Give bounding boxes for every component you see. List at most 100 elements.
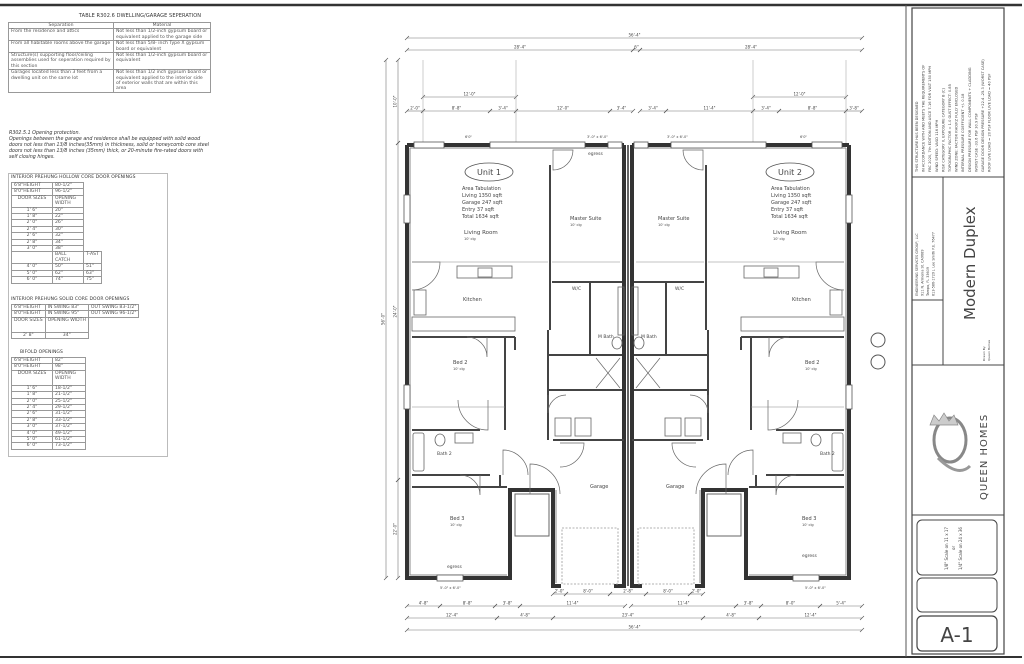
dimension-label: 2'-0" (692, 589, 702, 594)
unit-2-badge (765, 162, 815, 182)
dimension-label: 28'-4" (745, 45, 757, 50)
dimension-label: 22'-0" (393, 523, 398, 535)
dimension-label: 12'-4" (446, 613, 458, 618)
dimension-label: 2'-8" (623, 589, 633, 594)
dimension-tick (700, 615, 706, 621)
dimension-tick (550, 591, 556, 597)
dimension-label: 5'-4" (836, 601, 846, 606)
ceiling-note: 10' clg (805, 367, 817, 371)
room-label-mbath: M Bath (641, 334, 657, 340)
area-line: Entry 37 sqft (462, 207, 494, 213)
design-note-line: ROOF LIVE LOAD = 20 PSF FLOOR LIVE LOAD … (988, 74, 992, 172)
ceiling-note: 10' clg (450, 523, 462, 527)
area-line: Total 1634 sqft (770, 214, 808, 220)
dimension-tick (758, 603, 764, 609)
window-size-label: 3'-0" x 6'-0" (667, 135, 688, 139)
table-cell: 18-1/2" (52, 384, 86, 393)
area-line: Living 1350 sqft (462, 193, 502, 199)
table-row: 6' 0"73-1/2" (11, 442, 86, 450)
table-row: 3' 0"37-1/2" (11, 423, 86, 431)
ac-unit-icon (870, 332, 886, 348)
engineer-line: 911 N. Armenia St. CA9689 (921, 250, 925, 296)
table-row: 2' 0"26" (11, 219, 102, 227)
area-line: Total 1634 sqft (461, 214, 499, 220)
table-cell: 38" (52, 245, 84, 253)
dimension-label: 3'-4" (648, 106, 658, 111)
door-tables-frame (8, 173, 168, 457)
area-line: Living 1350 sqft (771, 193, 811, 199)
table-cell: 34" (52, 238, 84, 247)
design-note-line: THIS STRUCTURE HAS BEEN DESIGNED (915, 101, 919, 173)
design-note-line: RISK CATEGORY II, EXPOSURE CATEGORY B (C… (941, 87, 945, 172)
dimension-tick (733, 603, 739, 609)
room-label-kitchen: Kitchen (792, 297, 811, 303)
engineer-line: Tampa, FL 33609 (926, 267, 930, 297)
design-note-line: IN ACCORDANCE WITH AND MEETS THE REQUIRE… (922, 65, 926, 172)
table-cell: OUT SWING 83-1/2" (87, 303, 140, 312)
dimension-label: 56'-4" (628, 33, 640, 38)
dimension-label: 2'-0" (555, 589, 565, 594)
dimension-label: 8'-8" (463, 601, 473, 606)
table-cell: 74" (52, 276, 84, 284)
table-cell: 32" (52, 232, 84, 240)
window-size-label: 5'-0" x 6'-0" (440, 586, 461, 590)
table-cell: 31-1/2" (52, 410, 86, 418)
dimension-label: 3'-4" (617, 106, 627, 111)
window-size-label: 3'-0" x 6'-0" (587, 135, 608, 139)
dimension-tick (630, 108, 636, 114)
room-label-wic: W/C (675, 286, 684, 292)
solid-core-title: INTERIOR PREHUNG SOLID CORE DOOR OPENING… (11, 297, 130, 302)
dimension-tick (859, 615, 865, 621)
area-tabulation-title: Area Tabulation (771, 186, 810, 192)
dimension-tick (859, 603, 865, 609)
unit-1-geometry (402, 140, 626, 588)
dimension-label: 8'-0" (583, 589, 593, 594)
ceiling-note: 10' clg (464, 237, 476, 241)
dimension-tick (395, 477, 401, 483)
table-cell: 29-1/2" (52, 403, 86, 412)
dimension-label: 11'-4" (677, 601, 689, 606)
design-note-line: WORST CASE -33.6 PSF 30.9 PSF (974, 113, 978, 172)
ceiling-note: 10' clg (773, 237, 785, 241)
table-cell: 20" (52, 206, 84, 215)
dimension-label: 6" (634, 45, 639, 50)
room-label-kitchen: Kitchen (463, 297, 482, 303)
dimension-label: 11'-4" (566, 601, 578, 606)
dimension-label: 8'-8" (808, 106, 818, 111)
dimension-label: 28'-4" (514, 45, 526, 50)
dimension-label: 12'-4" (804, 613, 816, 618)
dimension-label: 8'-0" (786, 601, 796, 606)
unit-1-badge (464, 162, 514, 182)
dimension-tick (859, 47, 865, 53)
dimension-label: 10'-0" (393, 95, 398, 107)
dimension-tick (383, 57, 389, 63)
table-cell: 63" (83, 269, 102, 278)
room-label-wic: W/C (572, 286, 581, 292)
dimension-tick (637, 47, 643, 53)
unit-1-label: Unit 1 (477, 168, 501, 177)
dimension-tick (663, 108, 669, 114)
table-row: 1' 8"21-1/2" (11, 391, 86, 399)
table-cell: OUT SWING 96-1/2" (87, 310, 140, 318)
table-cell: 21-1/2" (52, 391, 86, 399)
dimension-tick (404, 603, 410, 609)
dimension-label: 3'-8" (503, 601, 513, 606)
table-cell: 75" (83, 276, 102, 284)
dimension-tick (487, 108, 493, 114)
room-label-bed3: Bed 3 (450, 516, 464, 522)
design-note-line: INTERNAL PRESSURE COEFFICIENT +/- 0.18 (961, 93, 965, 172)
table-cell: 30" (52, 225, 84, 234)
table-cell: 26" (52, 219, 84, 227)
opening-protection-text: Openings between the garage and residenc… (9, 137, 210, 160)
room-label-master: Master Suite (570, 216, 601, 222)
egress-label: egress (802, 553, 817, 559)
dimension-tick (517, 603, 523, 609)
dimension-tick (687, 591, 693, 597)
dimension-label: 56'-4" (628, 625, 640, 630)
dimension-tick (622, 603, 628, 609)
table-cell: 49-1/2" (52, 429, 86, 438)
